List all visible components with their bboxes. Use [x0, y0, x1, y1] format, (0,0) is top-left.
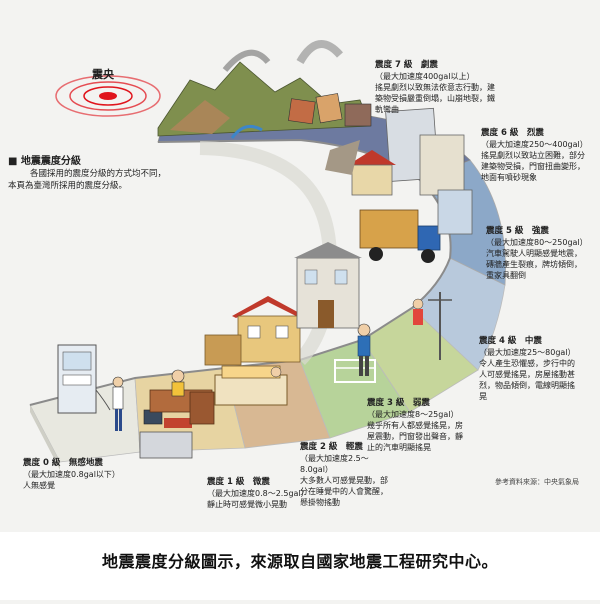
legend-line-2: 本頁為臺灣所採用的震度分級。 — [8, 181, 128, 191]
legend-box: ■ 地震震度分級 各國採用的震度分級的方式均不同， 本頁為臺灣所採用的震度分級。 — [8, 156, 183, 192]
level-6-label: 震度 6 級 烈震 （最大加速度250～400gal） 搖晃劇烈以致站立困難，部… — [481, 128, 588, 182]
damaged-buildings-illustration — [325, 107, 473, 235]
legend-line-1: 各國採用的震度分級的方式均不同， — [30, 169, 167, 179]
office-worker-illustration — [149, 369, 215, 425]
bedroom-illustration — [204, 296, 305, 406]
seismograph-illustration — [57, 344, 193, 459]
level-0-label: 震度 0 級 無感地震 （最大加速度0.8gal以下） 人無感覺 — [23, 458, 120, 490]
source-credit: 參考資料來源：中央氣象局 — [495, 478, 579, 486]
figure-caption: 地震震度分級圖示，來源取自國家地震工程研究中心。 — [101, 552, 498, 571]
level-2-label: 震度 2 級 輕震 （最大加速度2.5～8.0gal） 大多數人可感覺晃動，部分… — [300, 442, 388, 507]
legend-title: ■ 地震震度分級 — [8, 156, 81, 167]
caption-band — [0, 532, 600, 600]
city-buildings-illustration — [294, 209, 441, 329]
level-4-label: 震度 4 級 中震 （最大加速度25～80gal） 令人產生恐懼感，步行中的人可… — [479, 336, 576, 401]
landslide-illustration — [157, 40, 372, 139]
epicenter-symbol — [55, 75, 161, 117]
street-scene-illustration — [334, 292, 452, 383]
level-1-label: 震度 1 級 微震 （最大加速度0.8～2.5gal） 靜止時可感覺微小晃動 — [207, 477, 309, 509]
level-7-label: 震度 7 級 劇震 （最大加速度400gal以上） 搖晃劇烈以致無法依意志行動，… — [375, 60, 495, 114]
level-3-label: 震度 3 級 弱震 （最大加速度8～25gal） 幾乎所有人都感覺搖晃，房屋震動… — [367, 398, 463, 452]
epicenter-label: 震央 — [92, 68, 114, 81]
level-5-label: 震度 5 級 強震 （最大加速度80～250gal） 汽車駕駛人明顯感覺地震，磚… — [486, 226, 588, 280]
